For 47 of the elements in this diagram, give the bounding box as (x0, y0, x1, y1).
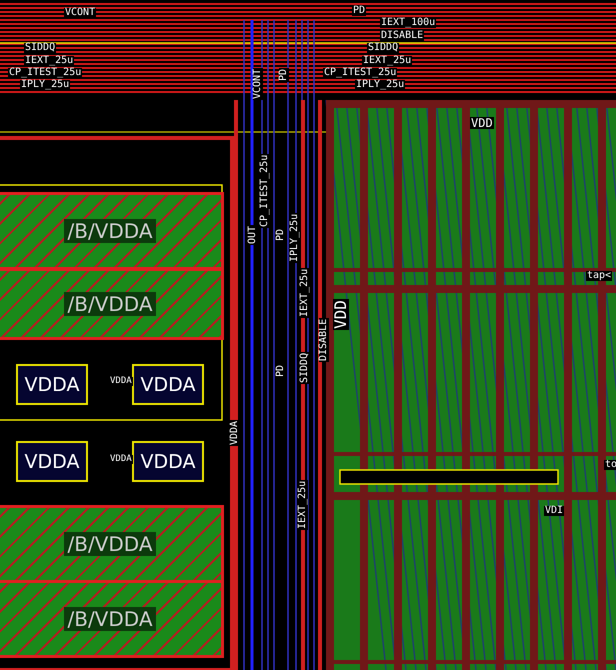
net-label: VDDA (230, 420, 240, 446)
device-block (0, 268, 224, 340)
net-label: SIDDQ (367, 43, 400, 53)
net-label: CP_ITEST_25u (8, 68, 82, 78)
device-block (0, 505, 224, 583)
ghost-label: /B/VDDA (64, 607, 156, 631)
net-label: VDDA (109, 455, 133, 464)
net-label: VDD (333, 299, 349, 330)
net-label: VDDA (109, 377, 133, 386)
net-label: VDD (470, 117, 494, 129)
net-label: IEXT_25u (298, 480, 308, 530)
pad-label: VDDA (140, 450, 196, 472)
net-label: IEXT_25u (362, 56, 412, 66)
ghost-label: /B/VDDA (64, 292, 156, 316)
net-label: IPLY_25u (290, 212, 300, 263)
pad-label: VDDA (140, 374, 196, 396)
net-label: IEXT_25u (24, 56, 74, 66)
pad-label: VDDA (24, 374, 80, 396)
net-label: tap< (586, 271, 612, 281)
net-label: PD (276, 364, 286, 378)
ghost-label: /B/VDDA (64, 219, 156, 243)
net-label: DISABLE (380, 31, 424, 41)
pad-box (16, 441, 88, 482)
pad-box (16, 364, 88, 405)
net-label: to (604, 460, 616, 470)
net-label: PD (276, 228, 286, 242)
net-label: IEXT_100u (380, 18, 436, 28)
ghost-label: /B/VDDA (64, 532, 156, 556)
net-label: VDI (544, 506, 564, 516)
net-label: VCONT (253, 68, 263, 100)
device-block (0, 580, 224, 658)
net-label: PD (279, 68, 289, 82)
pad-label: VDDA (24, 450, 80, 472)
net-label: SIDDQ (300, 352, 310, 384)
net-label: OUT (248, 224, 258, 245)
pad-box (132, 364, 204, 405)
device-block (0, 192, 224, 270)
net-label: VCONT (64, 8, 96, 18)
net-label: CP_ITEST_25u (260, 154, 270, 228)
pad-box (132, 441, 204, 482)
net-label: CP_ITEST_25u (323, 68, 398, 78)
net-label: IPLY_25u (355, 80, 406, 90)
net-label: IPLY_25u (20, 80, 70, 90)
net-label: DISABLE (319, 318, 329, 362)
net-label: PD (352, 6, 366, 16)
net-label: IEXT_25u (300, 268, 310, 318)
net-label: SIDDQ (24, 43, 56, 53)
